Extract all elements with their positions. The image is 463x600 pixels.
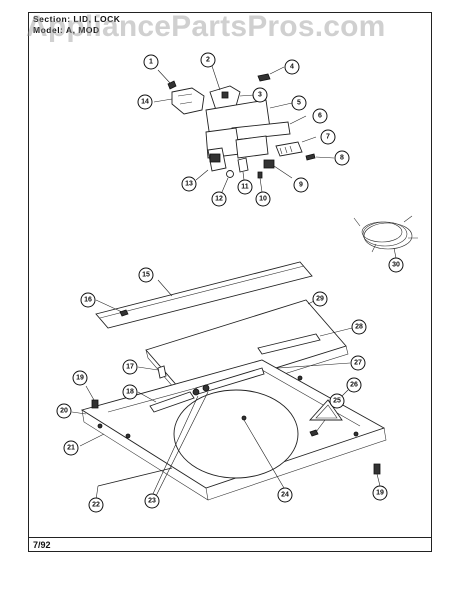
part-4-clip (257, 73, 271, 82)
svg-text:19: 19 (76, 375, 84, 382)
callout-13: 13 (181, 176, 197, 192)
svg-text:17: 17 (126, 364, 134, 371)
part-24-fastener (241, 415, 247, 421)
callout-4: 4 (284, 59, 300, 75)
callout-28: 28 (351, 319, 367, 335)
callout-19-right: 19 (372, 485, 388, 501)
svg-text:13: 13 (185, 181, 193, 188)
svg-text:20: 20 (60, 408, 68, 415)
svg-text:15: 15 (142, 272, 150, 279)
svg-text:19: 19 (376, 490, 384, 497)
callout-1: 1 (143, 54, 159, 70)
part-28-bumper (257, 333, 321, 355)
svg-text:4: 4 (290, 64, 294, 71)
svg-text:11: 11 (241, 184, 249, 191)
model-label: Model: A, MOD (33, 25, 100, 35)
svg-text:6: 6 (318, 113, 322, 120)
callout-25: 25 (329, 393, 345, 409)
callout-3: 3 (252, 87, 268, 103)
svg-text:28: 28 (355, 324, 363, 331)
svg-text:1: 1 (149, 59, 153, 66)
callout-6: 6 (312, 108, 328, 124)
callout-9: 9 (293, 177, 309, 193)
callout-2: 2 (200, 52, 216, 68)
svg-text:16: 16 (84, 297, 92, 304)
diagram-frame (28, 12, 432, 552)
callout-12: 12 (211, 191, 227, 207)
svg-text:12: 12 (215, 196, 223, 203)
svg-text:22: 22 (92, 502, 100, 509)
part-11-pin (237, 157, 249, 173)
callout-7: 7 (320, 129, 336, 145)
lock-housing-side (235, 135, 269, 159)
callout-18: 18 (122, 384, 138, 400)
part-17-clip (157, 365, 167, 379)
part-15-hinge-bar (95, 261, 313, 329)
part-30-wire-harness (353, 215, 418, 259)
part-25-screw (309, 429, 319, 437)
part-7-connector (275, 141, 303, 157)
svg-text:9: 9 (299, 182, 303, 189)
svg-text:30: 30 (392, 262, 400, 269)
part-26-bracket (308, 399, 343, 421)
callout-27: 27 (350, 355, 366, 371)
footer-divider (28, 537, 432, 538)
callout-29: 29 (312, 291, 328, 307)
callout-30: 30 (388, 257, 404, 273)
callout-5: 5 (291, 95, 307, 111)
callout-14: 14 (137, 94, 153, 110)
svg-text:26: 26 (350, 382, 358, 389)
svg-text:10: 10 (259, 196, 267, 203)
svg-text:14: 14 (141, 99, 149, 106)
part-22-rod (97, 467, 173, 487)
part-18-hinge (149, 391, 195, 413)
svg-text:23: 23 (148, 498, 156, 505)
part-19-screw (91, 399, 99, 409)
svg-text:29: 29 (316, 296, 324, 303)
part-9-block (263, 159, 275, 169)
callout-24: 24 (277, 487, 293, 503)
callout-11: 11 (237, 179, 253, 195)
svg-text:2: 2 (206, 57, 210, 64)
section-label: Section: LID, LOCK (33, 14, 121, 24)
part-8-screw (305, 153, 316, 161)
callout-19: 19 (72, 370, 88, 386)
svg-text:21: 21 (67, 445, 75, 452)
callout-8: 8 (334, 150, 350, 166)
svg-text:18: 18 (126, 389, 134, 396)
svg-text:8: 8 (340, 155, 344, 162)
callout-21: 21 (63, 440, 79, 456)
svg-text:24: 24 (281, 492, 289, 499)
date-code: 7/92 (33, 540, 51, 550)
part-19b-screw (373, 463, 381, 475)
svg-text:27: 27 (354, 360, 362, 367)
watermark: AppliancePartsPros.com (26, 10, 386, 43)
part-2-contact (221, 91, 229, 99)
svg-text:3: 3 (258, 92, 262, 99)
part-16-screw (119, 309, 129, 317)
callout-15: 15 (138, 267, 154, 283)
callout-22: 22 (88, 497, 104, 513)
cabinet-top (80, 359, 387, 501)
part-12-washer (226, 170, 234, 178)
tub-opening (173, 389, 299, 479)
callout-16: 16 (80, 292, 96, 308)
callout-23: 23 (144, 493, 160, 509)
lock-assembly (153, 65, 335, 193)
part-14-bracket (171, 87, 205, 115)
svg-text:25: 25 (333, 398, 341, 405)
callout-10: 10 (255, 191, 271, 207)
callout-20: 20 (56, 403, 72, 419)
part-10-screw (257, 171, 263, 179)
svg-text:7: 7 (326, 134, 330, 141)
svg-text:5: 5 (297, 100, 301, 107)
callout-26: 26 (346, 377, 362, 393)
callout-17: 17 (122, 359, 138, 375)
